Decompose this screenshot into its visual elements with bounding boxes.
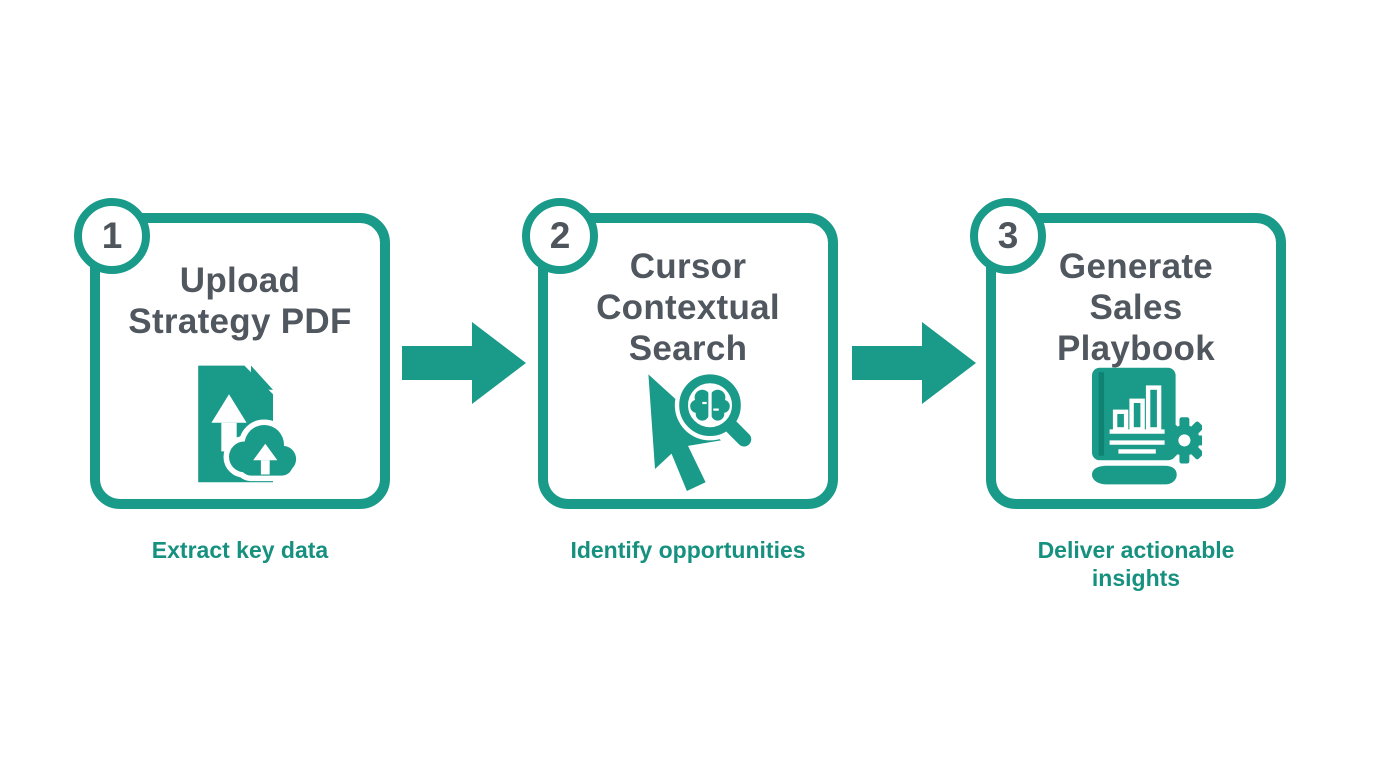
step-2-number: 2 bbox=[549, 215, 571, 256]
right-block-arrow-icon bbox=[402, 322, 526, 404]
right-block-arrow-icon bbox=[852, 322, 976, 404]
playbook-chart-gear-icon bbox=[1092, 367, 1202, 485]
step-3-title: Generate Sales Playbook bbox=[1056, 247, 1215, 368]
step-1-number: 1 bbox=[101, 215, 123, 256]
step-2-title: Cursor Contextual Search bbox=[596, 247, 780, 368]
step-2-box: 2 Cursor Contextual Search bbox=[522, 198, 838, 509]
step-1-caption: Extract key data bbox=[151, 537, 329, 563]
step-3-box: 3 Generate Sales Playbook bbox=[970, 198, 1286, 509]
step-1-title: Upload Strategy PDF bbox=[128, 261, 352, 341]
step-1-number-badge: 1 bbox=[74, 198, 150, 274]
cursor-search-brain-icon bbox=[648, 370, 754, 491]
step-3-caption: Deliver actionable insights bbox=[1037, 537, 1235, 592]
step-3-number-badge: 3 bbox=[970, 198, 1046, 274]
step-1-box: 1 Upload Strategy PDF bbox=[74, 198, 390, 509]
step-3-number: 3 bbox=[997, 215, 1019, 256]
document-upload-cloud-icon bbox=[198, 365, 302, 483]
step-2-number-badge: 2 bbox=[522, 198, 598, 274]
step-2-caption: Identify opportunities bbox=[570, 537, 806, 563]
